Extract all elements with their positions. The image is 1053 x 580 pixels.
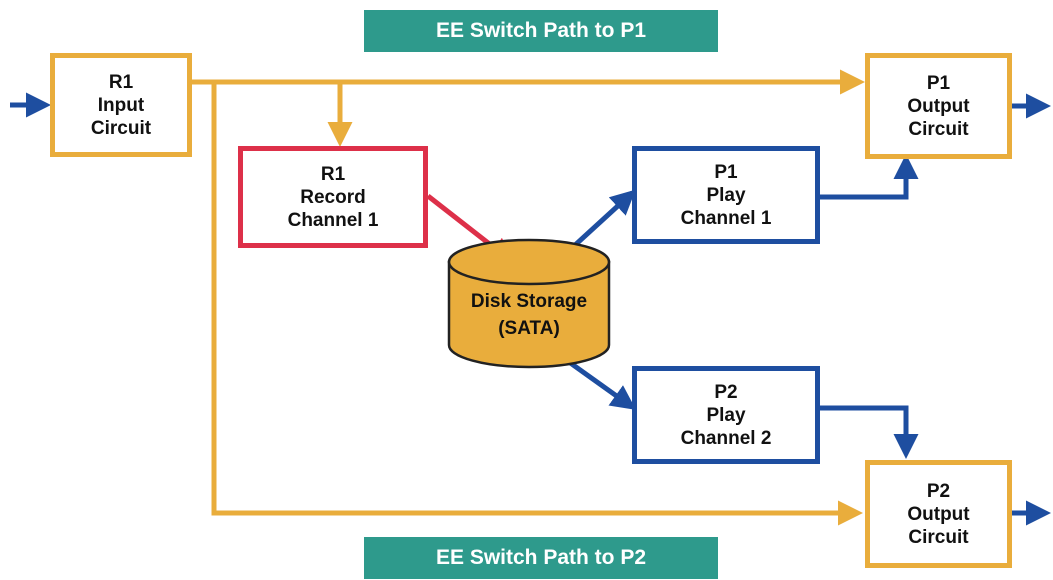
p1-play-line-2: Play bbox=[706, 184, 746, 206]
p1-play-line-1: P1 bbox=[714, 161, 738, 183]
disk-storage-label: Disk Storage (SATA) bbox=[448, 288, 610, 342]
ee-switch-path-p2-banner: EE Switch Path to P2 bbox=[364, 537, 718, 579]
p1-output-line-1: P1 bbox=[926, 72, 951, 94]
p1-output-line-2: Output bbox=[907, 95, 970, 117]
p1-output-line-3: Circuit bbox=[908, 118, 969, 140]
r1-input-circuit-box: R1 Input Circuit bbox=[50, 53, 192, 157]
p2-play-line-2: Play bbox=[706, 404, 746, 426]
disk-storage-cylinder bbox=[447, 238, 611, 369]
disk-label-line-1: Disk Storage bbox=[470, 291, 588, 312]
p2-play-channel-2-box: P2 Play Channel 2 bbox=[632, 366, 820, 464]
play2-to-output2-arrow bbox=[820, 405, 919, 459]
p2-play-line-3: Channel 2 bbox=[680, 427, 772, 449]
disk-label-line-2: (SATA) bbox=[498, 318, 560, 339]
r1-record-line-2: Record bbox=[300, 186, 366, 208]
r1-input-line-1: R1 bbox=[108, 71, 134, 93]
r1-record-line-3: Channel 1 bbox=[287, 209, 379, 231]
ee-switch-path-p1-banner: EE Switch Path to P1 bbox=[364, 10, 718, 52]
r1-input-line-2: Input bbox=[97, 94, 145, 116]
p2-output-line-1: P2 bbox=[926, 480, 951, 502]
p1-play-line-3: Channel 1 bbox=[680, 207, 772, 229]
disk-to-play2-arrow bbox=[560, 354, 637, 410]
r1-record-channel-1-box: R1 Record Channel 1 bbox=[238, 146, 428, 248]
p1-play-channel-1-box: P1 Play Channel 1 bbox=[632, 146, 820, 244]
p2-output-line-2: Output bbox=[907, 503, 970, 525]
r1-input-line-3: Circuit bbox=[90, 117, 152, 139]
r1-record-line-1: R1 bbox=[320, 163, 346, 185]
play1-to-output1-arrow bbox=[820, 154, 919, 200]
p1-output-circuit-box: P1 Output Circuit bbox=[865, 53, 1012, 159]
p2-output-circuit-box: P2 Output Circuit bbox=[865, 460, 1012, 568]
p2-play-line-1: P2 bbox=[714, 381, 738, 403]
p2-output-line-3: Circuit bbox=[908, 526, 969, 548]
ee-path-to-p2 bbox=[211, 82, 863, 526]
